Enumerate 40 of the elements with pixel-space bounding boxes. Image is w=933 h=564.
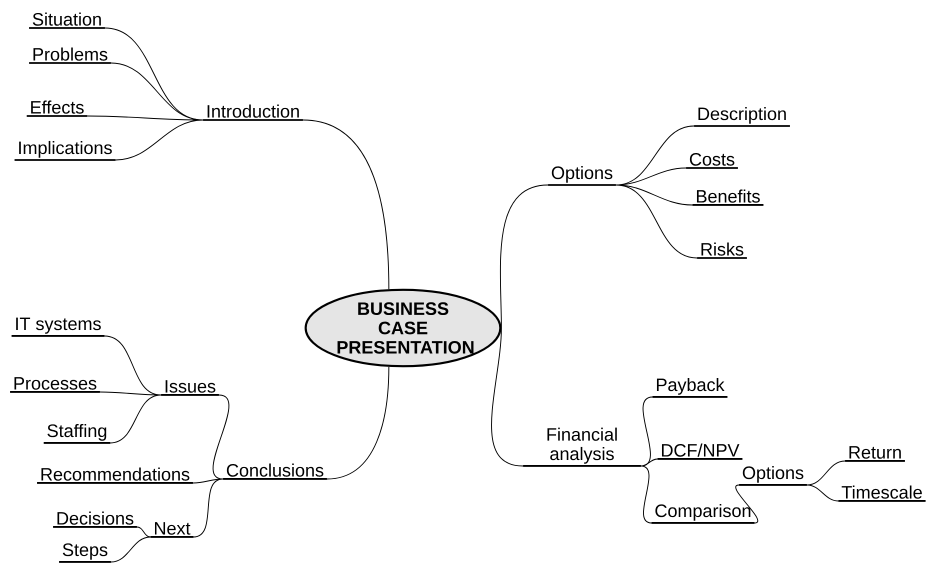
branch-line bbox=[136, 526, 152, 538]
branch-line bbox=[110, 394, 162, 444]
topic-label: Risks bbox=[697, 242, 747, 259]
topic-label: Issues bbox=[161, 380, 219, 396]
branch-line bbox=[640, 458, 658, 466]
branch-line bbox=[212, 394, 230, 480]
topic-label: Implications bbox=[14, 140, 116, 161]
topic-label: Options bbox=[548, 166, 616, 186]
topic-label: Comparison bbox=[652, 504, 754, 524]
topic-label: IT systems bbox=[12, 318, 104, 337]
topic-label: Next bbox=[150, 522, 194, 538]
topic-label: Situation bbox=[29, 12, 105, 29]
topic-label: Steps bbox=[59, 543, 111, 563]
topic-label: Processes bbox=[10, 377, 100, 393]
topic-label: Costs bbox=[686, 153, 738, 169]
branch-line bbox=[806, 484, 839, 502]
topic-label: Description bbox=[694, 106, 790, 127]
topic-label: DCF/NPV bbox=[658, 444, 742, 460]
branch-line bbox=[192, 478, 224, 538]
branch-line bbox=[640, 396, 654, 466]
branch-line bbox=[615, 184, 698, 258]
branch-line bbox=[115, 120, 204, 160]
branch-line bbox=[302, 120, 390, 290]
topic-label: Introduction bbox=[203, 104, 303, 121]
topic-label: Recommendations bbox=[37, 468, 193, 484]
topic-label: Problems bbox=[29, 48, 111, 64]
topic-label: Timescale bbox=[838, 486, 926, 502]
branch-line bbox=[500, 184, 549, 328]
topic-label: Payback bbox=[652, 378, 728, 398]
topic-label: Effects bbox=[26, 100, 88, 117]
topic-label: Decisions bbox=[53, 512, 137, 528]
topic-label: Financial analysis bbox=[523, 428, 641, 467]
topic-label: Staffing bbox=[44, 424, 110, 444]
topic-label: Conclusions bbox=[223, 464, 327, 480]
branch-line bbox=[491, 328, 524, 466]
topic-label: Return bbox=[845, 446, 905, 462]
topic-label: Options bbox=[739, 466, 807, 486]
branch-line bbox=[326, 366, 390, 480]
topic-label: Benefits bbox=[692, 190, 764, 206]
branch-line bbox=[110, 536, 152, 562]
